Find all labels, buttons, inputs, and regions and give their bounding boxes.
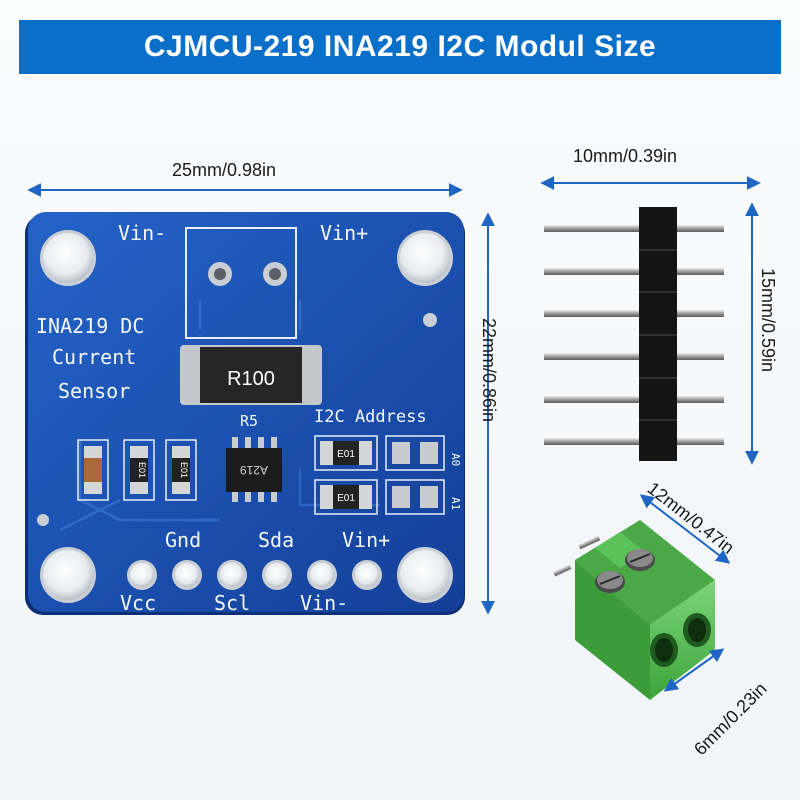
smd-marking: E01 [179,462,189,478]
pin-header [544,207,724,461]
board-title-line2: Current [52,345,136,369]
header-height-label: 15mm/0.59in [758,268,778,373]
terminal-footprint [185,227,297,339]
address-resistor-a1: E01 [314,479,378,515]
address-a1-label: A1 [449,497,462,510]
smd-marking: E01 [337,449,355,460]
label-vin-plus: Vin+ [320,221,368,245]
smd-capacitor [77,439,109,501]
terminal-pitch-arrow [663,648,725,692]
smd-resistor: E01 [123,439,155,501]
mounting-holes [37,230,453,603]
terminal-length-arrow [639,494,731,564]
i2c-address-label: I2C Address [314,407,427,427]
module-height-label: 22mm/0.86in [479,318,499,423]
title-banner: CJMCU-219 INA219 I2C Modul Size [19,20,781,74]
smd-marking: E01 [137,462,147,478]
header-pins [544,225,724,445]
address-resistor-a0: E01 [314,435,378,471]
header-width-label: 10mm/0.39in [573,146,678,166]
ina219-module: Vin- Vin+ INA219 DC Current Sensor R100 … [25,212,465,615]
chip-marking: A219 [240,463,268,477]
smd-marking: E01 [337,493,355,504]
shunt-resistor: R100 [180,345,322,405]
pin-label-scl: Scl [214,591,250,615]
pin-label-vcc: Vcc [120,591,156,615]
header-pads [127,560,382,590]
board-title-line3: Sensor [58,379,130,403]
smd-resistor: E01 [165,439,197,501]
shunt-marking: R100 [227,368,275,390]
label-vin-minus: Vin- [118,221,166,245]
pin-label-gnd: Gnd [165,528,201,552]
pin-label-vin-minus: Vin- [300,591,348,615]
shunt-ref: R5 [240,412,258,430]
pin-label-sda: Sda [258,528,294,552]
address-jumper-a1 [385,479,445,515]
banner-title: CJMCU-219 INA219 I2C Modul Size [143,30,657,63]
board-title-line1: INA219 DC [36,314,144,338]
ina219-chip: A219 [226,437,282,502]
address-jumper-a0 [385,435,445,471]
header-plastic [639,207,677,461]
module-width-label: 25mm/0.98in [172,160,277,180]
pin-label-vin-plus: Vin+ [342,528,390,552]
address-a0-label: A0 [449,453,462,466]
